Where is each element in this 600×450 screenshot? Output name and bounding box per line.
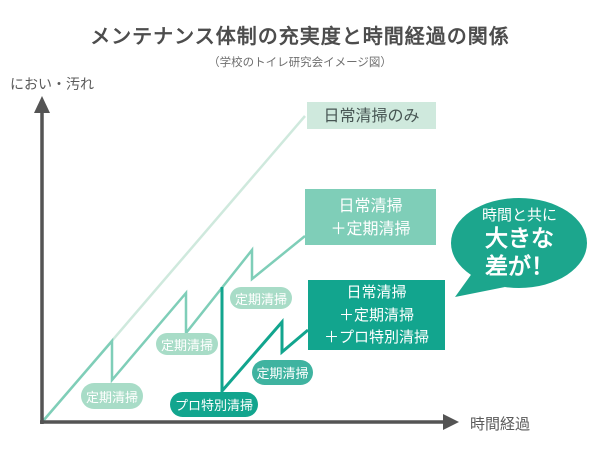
series-daily-periodic-line bbox=[42, 235, 306, 422]
speech-bubble-tail bbox=[455, 272, 505, 297]
x-axis-arrow-icon bbox=[443, 414, 459, 430]
label-daily-periodic-pro-line2: ＋定期清掃 bbox=[338, 305, 414, 324]
y-axis-arrow-icon bbox=[34, 96, 50, 113]
label-daily-periodic-pro: 日常清掃 ＋定期清掃 ＋プロ特別清掃 bbox=[308, 280, 445, 350]
bubble-line1: 時間と共に bbox=[481, 205, 557, 224]
chart-title: メンテナンス体制の充実度と時間経過の関係 bbox=[90, 24, 510, 48]
y-axis-label: におい・汚れ bbox=[10, 77, 94, 93]
pill-periodic-clean-1: 定期清掃 bbox=[81, 383, 143, 409]
speech-bubble-text: 時間と共に 大きな 差が！ bbox=[452, 199, 587, 289]
label-daily-periodic-line2: ＋定期清掃 bbox=[330, 219, 411, 238]
label-daily-periodic-pro-line1: 日常清掃 bbox=[346, 283, 407, 302]
pill-periodic-clean-3: 定期清掃 bbox=[230, 287, 292, 309]
bubble-line3: 差が！ bbox=[485, 254, 554, 281]
label-daily-periodic-pro-line3: ＋プロ特別清掃 bbox=[323, 328, 429, 347]
bubble-line2: 大きな bbox=[485, 225, 554, 252]
label-daily-periodic: 日常清掃 ＋定期清掃 bbox=[305, 189, 436, 245]
series-daily-periodic-pro-line bbox=[220, 287, 309, 396]
pill-pro-special-clean: プロ特別清掃 bbox=[170, 392, 258, 417]
label-daily-only: 日常清掃のみ bbox=[307, 102, 436, 129]
label-daily-only-text: 日常清掃のみ bbox=[323, 105, 420, 125]
pill-periodic-clean-2: 定期清掃 bbox=[156, 333, 218, 355]
pill-periodic-clean-4: 定期清掃 bbox=[252, 360, 313, 385]
speech-bubble bbox=[451, 198, 587, 288]
chart-subtitle: （学校のトイレ研究会イメージ図） bbox=[208, 55, 392, 69]
label-daily-periodic-line1: 日常清掃 bbox=[338, 195, 403, 215]
x-axis-label: 時間経過 bbox=[470, 415, 531, 433]
